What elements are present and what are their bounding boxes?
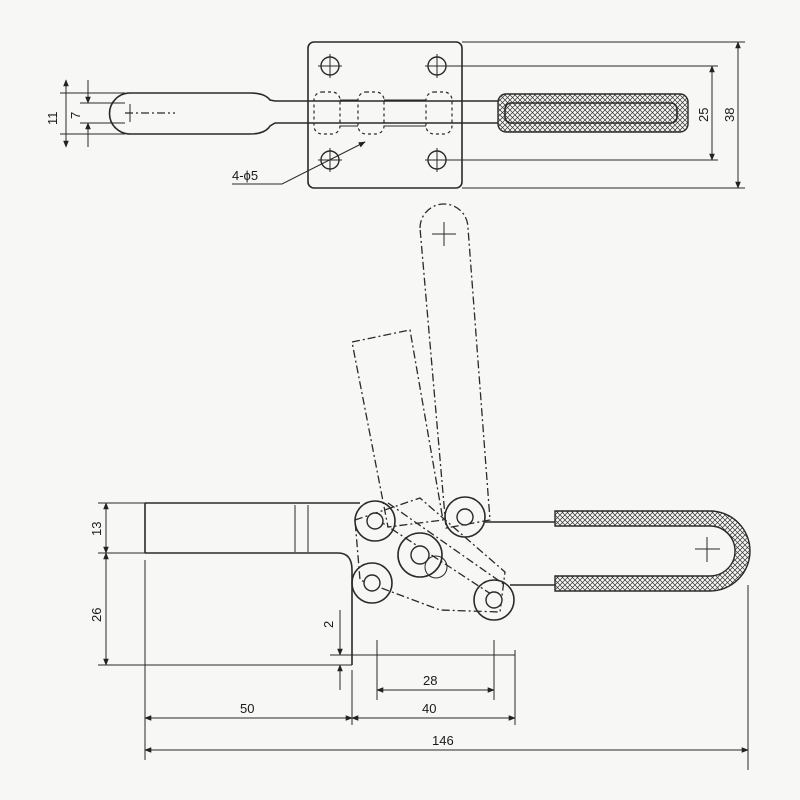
top-view: 11 7 25 38 4-ϕ5	[45, 41, 745, 189]
dim-146-label: 146	[432, 733, 454, 748]
dim-40-label: 40	[422, 701, 436, 716]
pivot-pins	[351, 496, 515, 621]
dim-11-label: 11	[45, 112, 60, 126]
hole-callout-label: 4-ϕ5	[232, 168, 258, 183]
pivot-bosses	[313, 91, 453, 135]
base-plate	[307, 41, 463, 189]
dim-25-38: 25 38	[437, 41, 745, 189]
dim-7-label: 7	[68, 112, 83, 119]
dim-146: 146	[144, 585, 749, 770]
top-handle-end	[108, 92, 131, 135]
hole-callout: 4-ϕ5	[232, 141, 366, 185]
dim-26-label: 26	[89, 608, 104, 622]
dim-13-label: 13	[89, 522, 104, 536]
dim-38-label: 38	[722, 108, 737, 122]
dim-50-40: 50 40	[144, 560, 516, 760]
dim-13-26: 13 26	[89, 502, 352, 666]
dim-2: 2	[321, 610, 515, 690]
raised-arm-outline	[351, 329, 444, 528]
dim-28: 28	[376, 640, 495, 700]
side-view: 13 26 2 28 50 40 146	[89, 203, 751, 770]
side-grip	[554, 510, 751, 592]
dim-2-label: 2	[321, 621, 336, 628]
mounting-holes	[318, 54, 449, 172]
linkage-outline	[354, 497, 506, 613]
top-handle-bar	[130, 92, 500, 135]
top-grip	[497, 93, 689, 133]
dim-50-label: 50	[240, 701, 254, 716]
raised-handle-outline	[419, 203, 491, 529]
clamp-arm	[144, 502, 360, 665]
dim-11-7: 11 7	[45, 79, 125, 148]
dim-28-label: 28	[423, 673, 437, 688]
dim-25-label: 25	[696, 108, 711, 122]
